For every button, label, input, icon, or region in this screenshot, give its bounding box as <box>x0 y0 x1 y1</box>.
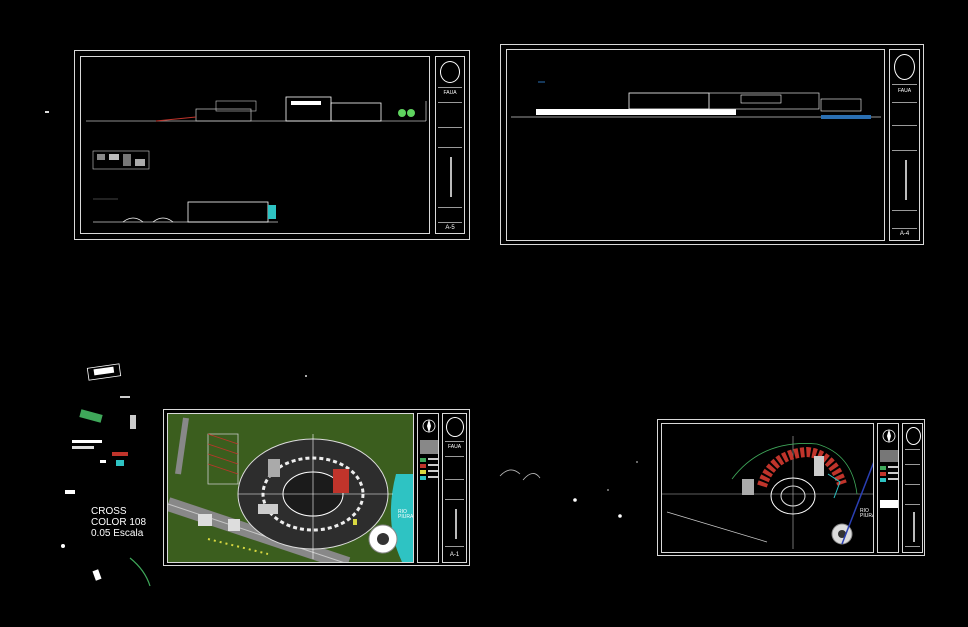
small-floor-plan <box>92 150 150 170</box>
drawing-sheet-a1[interactable]: RIO PIURA FAUA A-1 <box>163 409 470 566</box>
university-seal-logo <box>440 61 460 83</box>
university-seal-logo <box>894 54 915 80</box>
title-block-a4: FAUA A-4 <box>889 49 920 241</box>
section-drawing-bottom <box>93 198 278 223</box>
legend-block-a2 <box>877 423 899 553</box>
legend-table <box>880 450 898 508</box>
site-plan-frame: RIO PIURA <box>167 413 414 563</box>
drawing-sheet-a4[interactable]: FAUA A-4 <box>500 44 924 245</box>
annotation-scale: 0.05 Escala <box>91 528 144 539</box>
title-block-notes <box>450 157 452 197</box>
sheet-a4-number: A-4 <box>899 231 910 237</box>
drawing-sheet-a2[interactable]: RIO PIURA <box>657 419 925 556</box>
sheet-a1-title: FAUA <box>447 444 462 450</box>
university-seal-logo <box>446 417 464 437</box>
river-label-a1: RIO PIURA <box>398 509 414 520</box>
elevation-drawing-a4 <box>511 81 881 119</box>
annotation-color: COLOR 108 <box>91 517 147 528</box>
sheet-a5-title: FAUA <box>443 90 457 96</box>
sheet-a4-drawing-frame <box>506 49 885 241</box>
site-plan-dark-drawing <box>662 436 873 549</box>
site-plan-drawing <box>168 417 413 562</box>
title-block-a5: FAUA A-5 <box>435 56 465 234</box>
university-seal-logo <box>906 427 921 445</box>
sheet-a5-drawing-frame <box>80 56 430 234</box>
elevation-drawing-top <box>86 96 427 122</box>
legend-table <box>420 440 438 480</box>
title-block-notes <box>905 160 907 200</box>
river-label-a2: RIO PIURA <box>860 508 874 519</box>
title-block-a1: FAUA A-1 <box>442 413 467 563</box>
legend-block-a1 <box>417 413 439 563</box>
title-block-notes <box>913 512 915 542</box>
title-block-a2 <box>902 423 923 553</box>
sheet-a1-number: A-1 <box>449 552 460 558</box>
drawing-sheet-a5[interactable]: FAUA A-5 <box>74 50 470 240</box>
stray-dot <box>305 375 307 377</box>
loose-drawing-fragments <box>61 363 151 587</box>
site-plan-dark-frame: RIO PIURA <box>661 423 874 553</box>
sheet-a4-title: FAUA <box>897 88 912 94</box>
title-block-notes <box>455 509 457 539</box>
annotation-cross: CROSS <box>91 506 127 517</box>
north-arrow-icon <box>882 429 896 443</box>
north-arrow-icon <box>422 419 436 433</box>
sheet-a5-number: A-5 <box>445 225 455 231</box>
middle-fragments <box>499 461 638 518</box>
stray-mark <box>45 111 49 113</box>
